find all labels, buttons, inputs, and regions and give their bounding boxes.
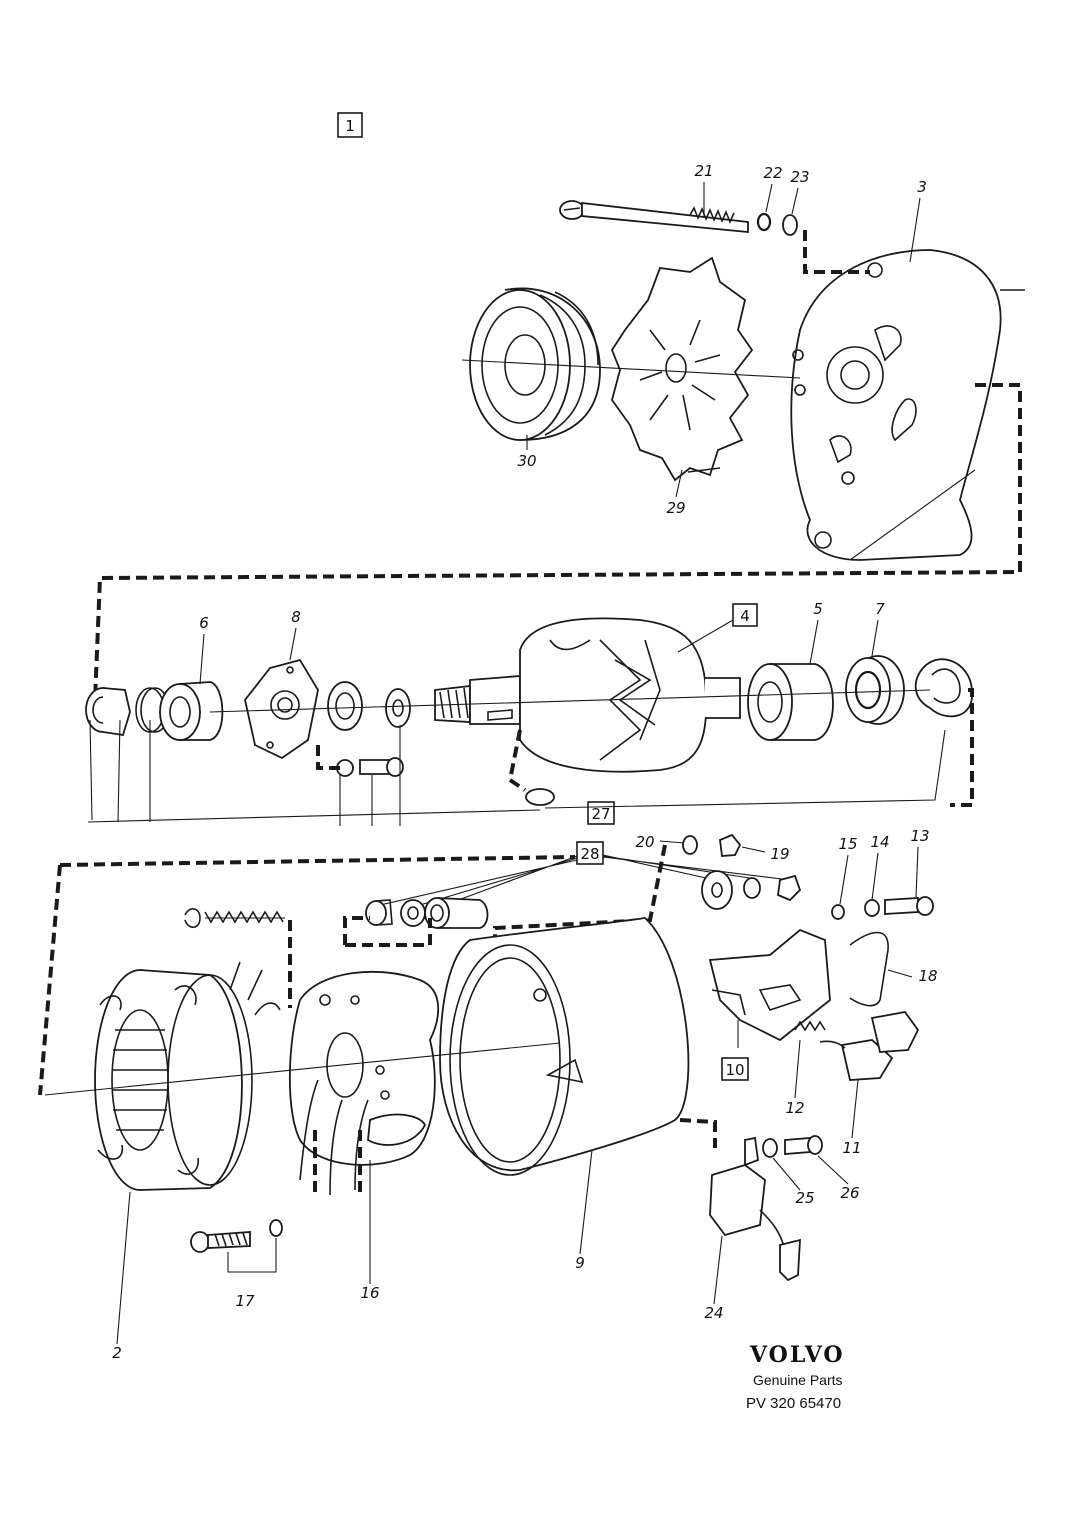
callout-20: 20 [635,833,654,851]
callout-numbers: 21 22 23 3 30 29 6 8 5 7 20 19 15 14 13 … [112,162,937,1362]
callout-30: 30 [517,452,536,470]
bearing-7 [845,655,905,725]
through-bolt-21 [559,200,749,233]
axis-line-top [461,359,801,379]
callout-9: 9 [575,1254,585,1272]
washer-20 [682,835,698,855]
washer-14 [864,899,880,917]
callout-11: 11 [842,1139,861,1157]
callout-16: 16 [360,1284,379,1302]
assembly-link-top [93,383,1022,701]
part-number: PV 320 65470 [746,1395,841,1412]
callout-26: 26 [840,1184,859,1202]
axis-line-bottom [44,1042,561,1096]
callout-box-27: 27 [587,801,615,825]
callout-28: 28 [580,845,599,863]
bearing-plate-8 [244,658,319,760]
bearing-spacer-6 [159,681,224,741]
insulators-28-right [701,870,802,910]
callout-7: 7 [875,600,885,618]
callout-6: 6 [199,614,209,632]
callout-14: 14 [870,833,889,851]
brand-logo: VOLVO [749,1342,845,1368]
rotor-4 [434,617,741,773]
nut-22 [756,212,772,232]
stator-2 [94,961,281,1191]
washer-mid [385,688,411,728]
footer-branding: VOLVO Genuine Parts PV 320 65470 [746,1342,845,1412]
callout-29: 29 [666,499,685,517]
callout-27: 27 [591,805,610,823]
rotor-key [525,788,555,806]
callout-18: 18 [918,967,937,985]
assembly-link-housing [679,1118,717,1148]
leader-19 [741,846,766,853]
insulators-28-left [365,897,489,929]
drive-end-bracket-3 [790,249,1025,561]
callout-8: 8 [291,608,301,626]
shaft-nut [85,687,131,737]
figure-label-box: 1 [337,112,363,138]
callout-2: 2 [112,1344,122,1362]
callout-box-28: 28 [379,841,791,906]
screw-string [184,908,285,929]
callout-10: 10 [725,1061,744,1079]
leader-20 [659,840,685,844]
assembly-link-insulators [343,916,432,947]
callout-box-10: 10 [721,1057,749,1081]
plate-screws [336,757,404,777]
brand-subtitle: Genuine Parts [753,1372,843,1388]
callout-13: 13 [910,827,929,845]
washer-15 [831,904,845,920]
pulley-30 [469,287,601,441]
washer-23 [782,214,798,236]
collar [327,681,363,731]
callout-25: 25 [795,1189,814,1207]
screw-13 [884,896,934,916]
assembly-link-rectifier [313,1130,362,1195]
assembly-link-left [38,864,62,1096]
callout-12: 12 [785,1099,804,1117]
callout-19: 19 [770,845,789,863]
brush-lead-18 [849,931,920,1053]
callout-22: 22 [763,164,782,182]
assembly-link-seal [950,688,974,807]
callout-5: 5 [813,600,823,618]
rectifier-16 [288,970,440,1196]
callout-15: 15 [838,835,857,853]
nut-19 [719,833,742,857]
assembly-link-bolt [803,230,870,274]
figure-label: 1 [345,117,355,135]
brush-spring-12 [794,1020,826,1032]
callout-box-4: 4 [677,603,758,653]
axis-line-mid [209,689,931,713]
callout-21: 21 [694,162,713,180]
callout-3: 3 [917,178,927,196]
leader-mid-bottom [87,809,541,823]
washer-mid-hole [392,699,404,717]
capacitor-24 [709,1136,801,1282]
callout-leaders [116,182,921,1345]
callout-17: 17 [235,1292,255,1310]
assembly-link-plate [316,745,340,770]
callout-23: 23 [790,168,809,186]
leaders-mid [89,719,946,826]
bush-5 [747,663,834,741]
callout-24: 24 [704,1304,723,1322]
seal-ring [914,658,973,718]
fan-29 [610,256,754,482]
housing-9 [439,917,690,1176]
callout-4: 4 [740,607,750,625]
brush-holder-10 [708,928,831,1048]
screw-26 [784,1135,823,1155]
screw-17 [190,1219,283,1273]
washer-25 [762,1138,778,1158]
